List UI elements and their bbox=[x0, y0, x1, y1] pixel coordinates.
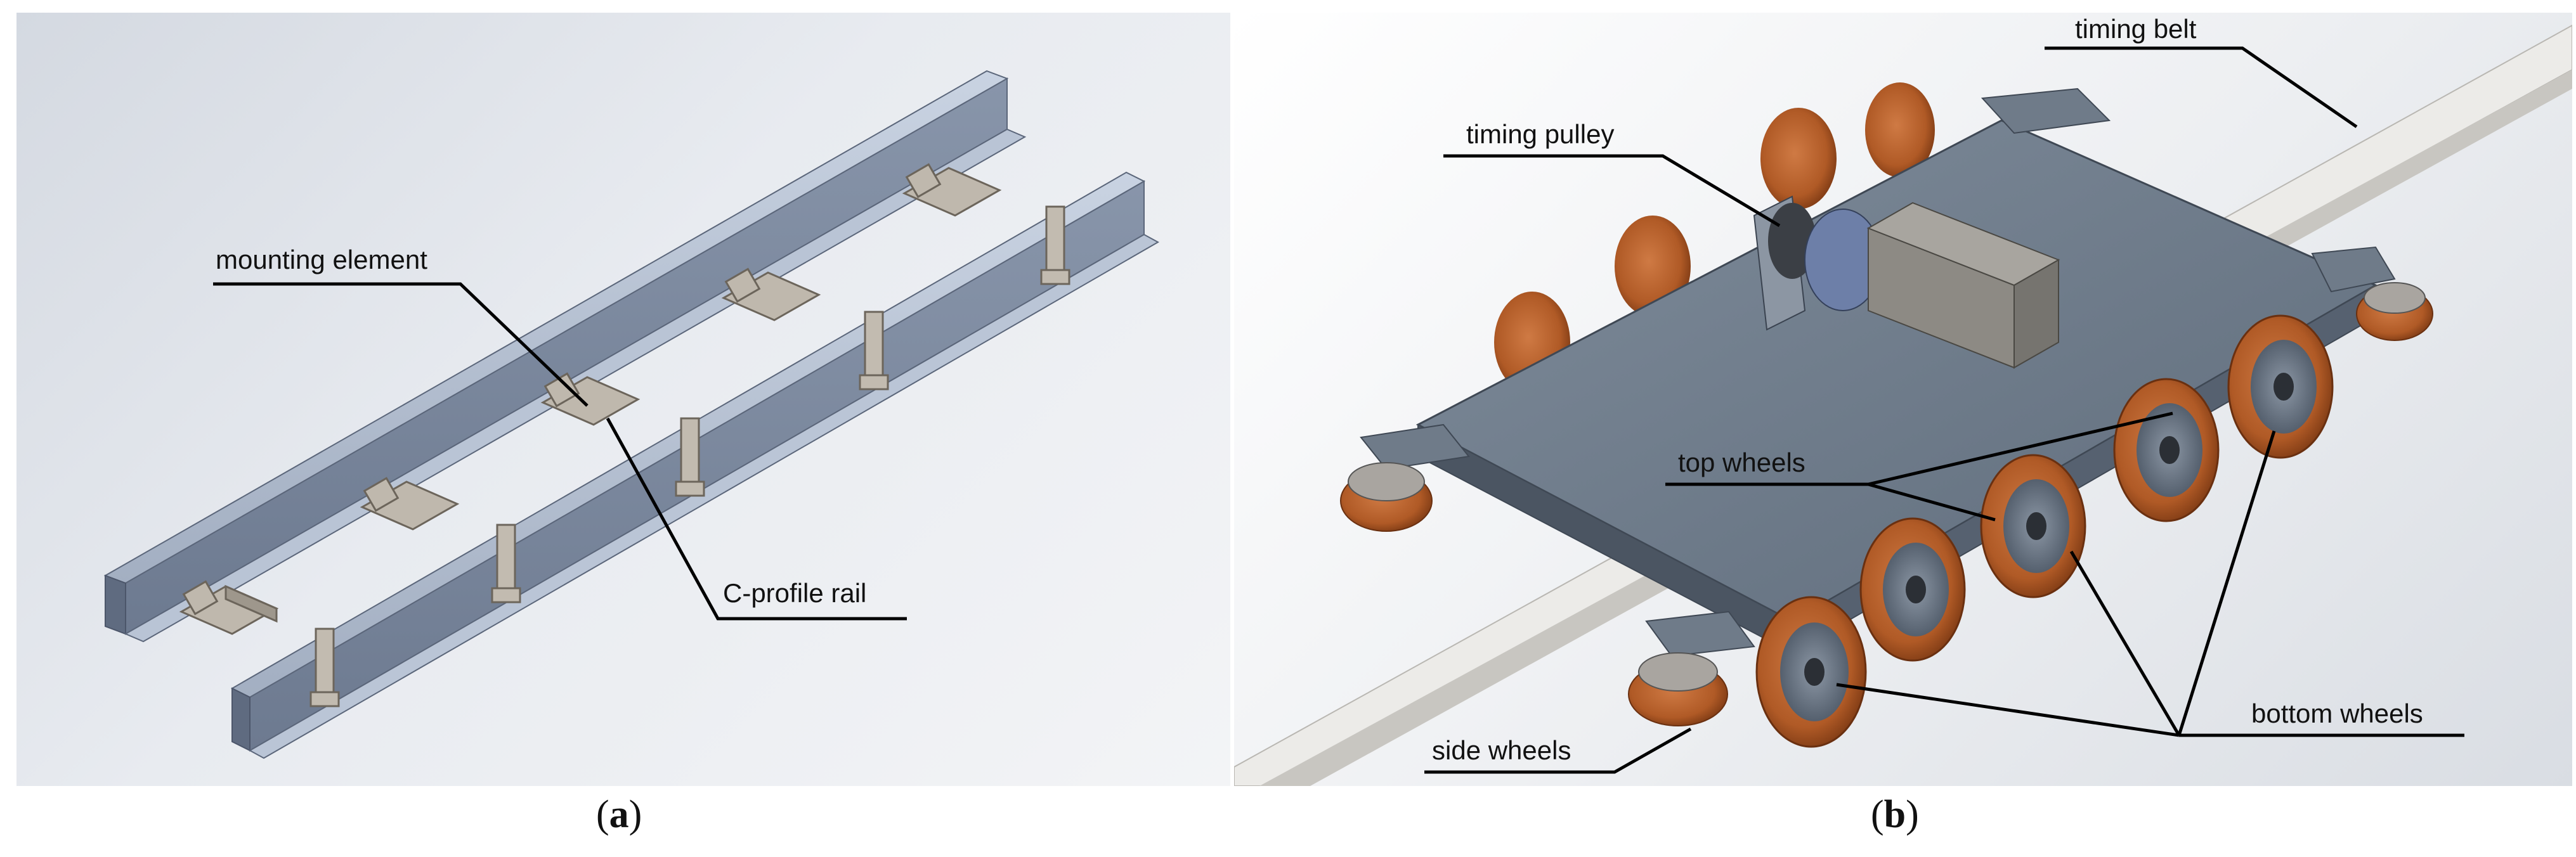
side-wheels bbox=[1340, 282, 2433, 726]
label-timing-pulley: timing pulley bbox=[1466, 119, 1614, 149]
label-top-wheels: top wheels bbox=[1678, 448, 1805, 477]
panel-b-carriage-render: timing belt timing pulley top wheels bot… bbox=[1234, 13, 2572, 786]
label-bottom-wheels: bottom wheels bbox=[2251, 699, 2423, 728]
mounting-elements bbox=[179, 163, 1002, 635]
caption-b: (b) bbox=[1871, 793, 1919, 836]
leader-lines-b bbox=[1424, 46, 2464, 774]
label-c-profile-rail: C-profile rail bbox=[723, 578, 866, 608]
label-timing-belt: timing belt bbox=[2075, 14, 2197, 44]
label-mounting-element: mounting element bbox=[216, 245, 427, 274]
rail-brackets bbox=[309, 205, 1070, 707]
caption-a: (a) bbox=[596, 793, 642, 836]
label-side-wheels: side wheels bbox=[1432, 735, 1571, 765]
leader-lines-a bbox=[213, 282, 907, 621]
motor-assembly bbox=[1753, 195, 2060, 369]
panel-a-rail-render: mounting element C-profile rail bbox=[16, 13, 1230, 786]
front-wheels bbox=[1755, 314, 2334, 748]
rail-drawing: mounting element C-profile rail bbox=[103, 70, 1160, 759]
carriage-drawing: timing belt timing pulley top wheels bot… bbox=[1234, 14, 2572, 786]
